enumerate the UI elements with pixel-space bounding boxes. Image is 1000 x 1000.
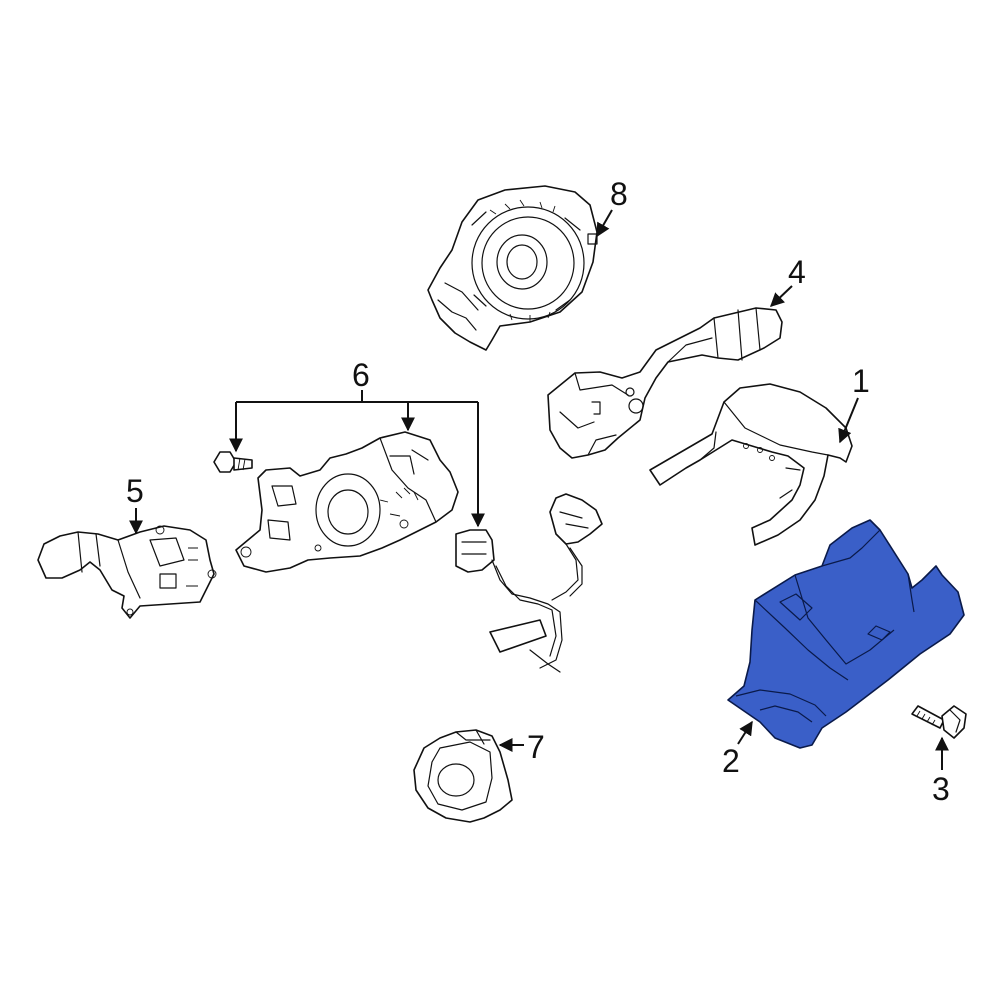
callout-number-8: 8 xyxy=(610,176,628,212)
part-8-clock-spring[interactable] xyxy=(427,185,598,351)
part-4-combination-switch-right[interactable] xyxy=(547,307,783,459)
callout-number-4: 4 xyxy=(788,254,806,290)
callout-leaders xyxy=(129,209,949,770)
part-1-upper-column-cover[interactable] xyxy=(649,383,853,546)
callout-labels: 8 4 1 6 5 7 2 3 xyxy=(126,176,950,807)
part-7-switch[interactable] xyxy=(413,729,513,823)
callout-number-1: 1 xyxy=(852,363,870,399)
part-6-lock-housing-assembly[interactable] xyxy=(213,431,603,673)
callout-number-6: 6 xyxy=(352,357,370,393)
callout-number-2: 2 xyxy=(722,743,740,779)
part-3-bolt[interactable] xyxy=(911,705,967,739)
callout-number-3: 3 xyxy=(932,771,950,807)
callout-number-5: 5 xyxy=(126,473,144,509)
part-5-combination-switch-left[interactable] xyxy=(37,525,217,619)
callout-number-7: 7 xyxy=(527,729,545,765)
part-2-lower-column-cover[interactable] xyxy=(727,519,965,749)
